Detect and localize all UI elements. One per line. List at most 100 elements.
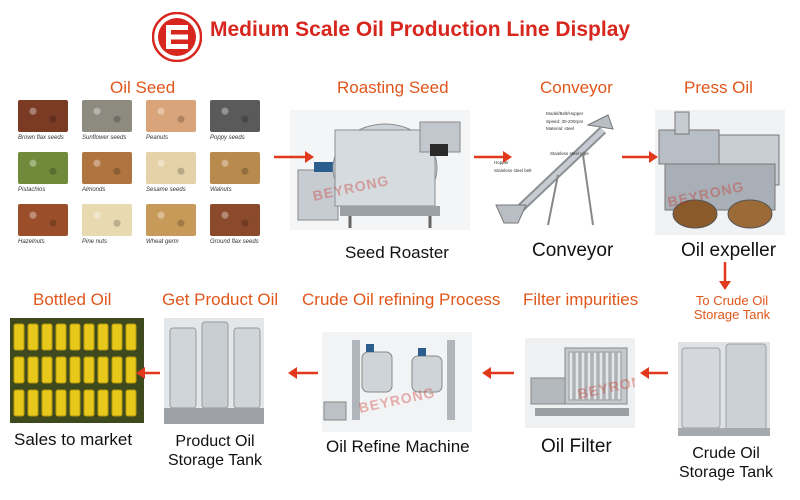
diagram-label-hopper: Hopper	[494, 160, 509, 165]
seed-label: Sunflower seeds	[82, 135, 127, 141]
oil-bottle	[125, 389, 137, 417]
oil-bottle	[27, 389, 39, 417]
oil-bottle	[69, 323, 81, 351]
oil-bottle	[41, 389, 53, 417]
oil-expeller-image: BEYRONG	[655, 110, 785, 235]
oil-seed-heading: Oil Seed	[110, 78, 176, 97]
get-product-oil-heading: Get Product Oil	[162, 290, 279, 309]
arrow-tank-to-filter	[640, 367, 668, 379]
oil-bottle	[41, 323, 53, 351]
oil-expeller-caption: Oil expeller	[681, 240, 777, 261]
seed-label: Brown flax seeds	[18, 135, 64, 141]
filter-impurities-heading: Filter impurities	[523, 290, 639, 309]
seed-label: Pine nuts	[82, 239, 108, 245]
conveyor-diagram: Model/Belt/Hopper Speed: 30-200rpm Mater…	[488, 105, 620, 235]
seed-swatch	[18, 152, 68, 184]
brand-e-logo-icon	[152, 12, 202, 62]
filter-plate	[598, 351, 604, 401]
roasting-seed-heading: Roasting Seed	[337, 78, 449, 97]
seed-roaster-image: BEYRONG	[290, 110, 470, 230]
seed-swatch	[210, 100, 260, 132]
oil-seed-grid: Brown flax seeds Sunflower seeds Peanuts Po…	[14, 100, 268, 252]
oil-bottle	[69, 356, 81, 384]
oil-filter-image: BEYRONG	[525, 338, 635, 428]
arrow-seed-to-roaster	[274, 151, 314, 163]
oil-bottle	[125, 356, 137, 384]
filter-plate	[616, 351, 622, 401]
sales-to-market-caption: Sales to market	[14, 430, 133, 449]
oil-bottle	[111, 323, 123, 351]
oil-bottle	[13, 389, 25, 417]
seed-label: Peanuts	[146, 135, 169, 141]
oil-bottle	[97, 389, 109, 417]
seed-swatch	[210, 152, 260, 184]
seed-swatch	[82, 204, 132, 236]
seed-label: Poppy seeds	[210, 135, 245, 141]
filter-plate	[574, 351, 580, 401]
oil-bottle	[97, 323, 109, 351]
filter-plate	[568, 351, 574, 401]
bottled-oil-heading: Bottled Oil	[33, 290, 112, 309]
diagram-label-material: Material: steel	[546, 126, 575, 131]
oil-filter-caption: Oil Filter	[541, 436, 612, 457]
oil-bottle	[13, 356, 25, 384]
seed-swatch	[82, 152, 132, 184]
oil-bottle	[13, 323, 25, 351]
seed-roaster-caption: Seed Roaster	[345, 243, 449, 262]
seed-swatch	[146, 100, 196, 132]
oil-bottle	[55, 389, 67, 417]
to-crude-tank-label: To Crude Oil Storage Tank	[693, 293, 771, 322]
filter-plate	[592, 351, 598, 401]
arrow-filter-to-refine	[482, 367, 514, 379]
filter-plate	[586, 351, 592, 401]
oil-bottle	[111, 356, 123, 384]
arrow-product-to-bottled	[136, 367, 160, 379]
seed-label: Hazelnuts	[18, 239, 45, 245]
diagram-label-pipe: Stainless steel pipe	[550, 151, 589, 156]
oil-bottle	[83, 323, 95, 351]
filter-plate	[604, 351, 610, 401]
arrow-refine-to-product	[288, 367, 318, 379]
oil-bottle	[83, 389, 95, 417]
seed-label: Sesame seeds	[146, 187, 186, 193]
bottled-oil-image	[10, 318, 144, 423]
seed-label: Pistachios	[18, 187, 46, 193]
product-tank-caption: Product Oil Storage Tank	[168, 433, 262, 469]
oil-bottle	[111, 389, 123, 417]
crude-refining-heading: Crude Oil refining Process	[302, 290, 501, 309]
oil-refine-machine-image: BEYRONG	[322, 332, 472, 432]
conveyor-heading: Conveyor	[540, 78, 613, 97]
arrow-roaster-to-conveyor	[474, 151, 512, 163]
oil-bottle	[27, 323, 39, 351]
filter-plate	[610, 351, 616, 401]
seed-label: Walnuts	[210, 187, 232, 193]
arrow-conveyor-to-expeller	[622, 151, 658, 163]
seed-swatch	[210, 204, 260, 236]
seed-label: Almonds	[82, 187, 106, 193]
diagram-label-model: Model/Belt/Hopper	[546, 111, 584, 116]
conveyor-caption: Conveyor	[532, 240, 614, 261]
oil-bottle	[69, 389, 81, 417]
oil-bottle	[41, 356, 53, 384]
oil-bottle	[55, 356, 67, 384]
crude-tank-caption: Crude Oil Storage Tank	[679, 445, 773, 481]
seed-swatch	[146, 152, 196, 184]
arrow-expeller-down	[719, 262, 731, 290]
crude-tank-image	[678, 342, 770, 436]
seed-swatch	[146, 204, 196, 236]
filter-plate	[580, 351, 586, 401]
oil-bottle	[55, 323, 67, 351]
seed-swatch	[82, 100, 132, 132]
oil-bottle	[83, 356, 95, 384]
diagram-label-speed: Speed: 30-200rpm	[546, 119, 584, 124]
product-tank-image	[164, 318, 264, 424]
diagram-label-lower: Stainless steel belt	[494, 168, 532, 173]
oil-bottle	[125, 323, 137, 351]
oil-bottle	[97, 356, 109, 384]
seed-label: Wheat germ	[146, 239, 179, 245]
page-title: Medium Scale Oil Production Line Display	[210, 18, 631, 41]
oil-bottle	[27, 356, 39, 384]
seed-label: Ground flax seeds	[210, 239, 259, 245]
oil-refine-machine-caption: Oil Refine Machine	[326, 437, 470, 456]
